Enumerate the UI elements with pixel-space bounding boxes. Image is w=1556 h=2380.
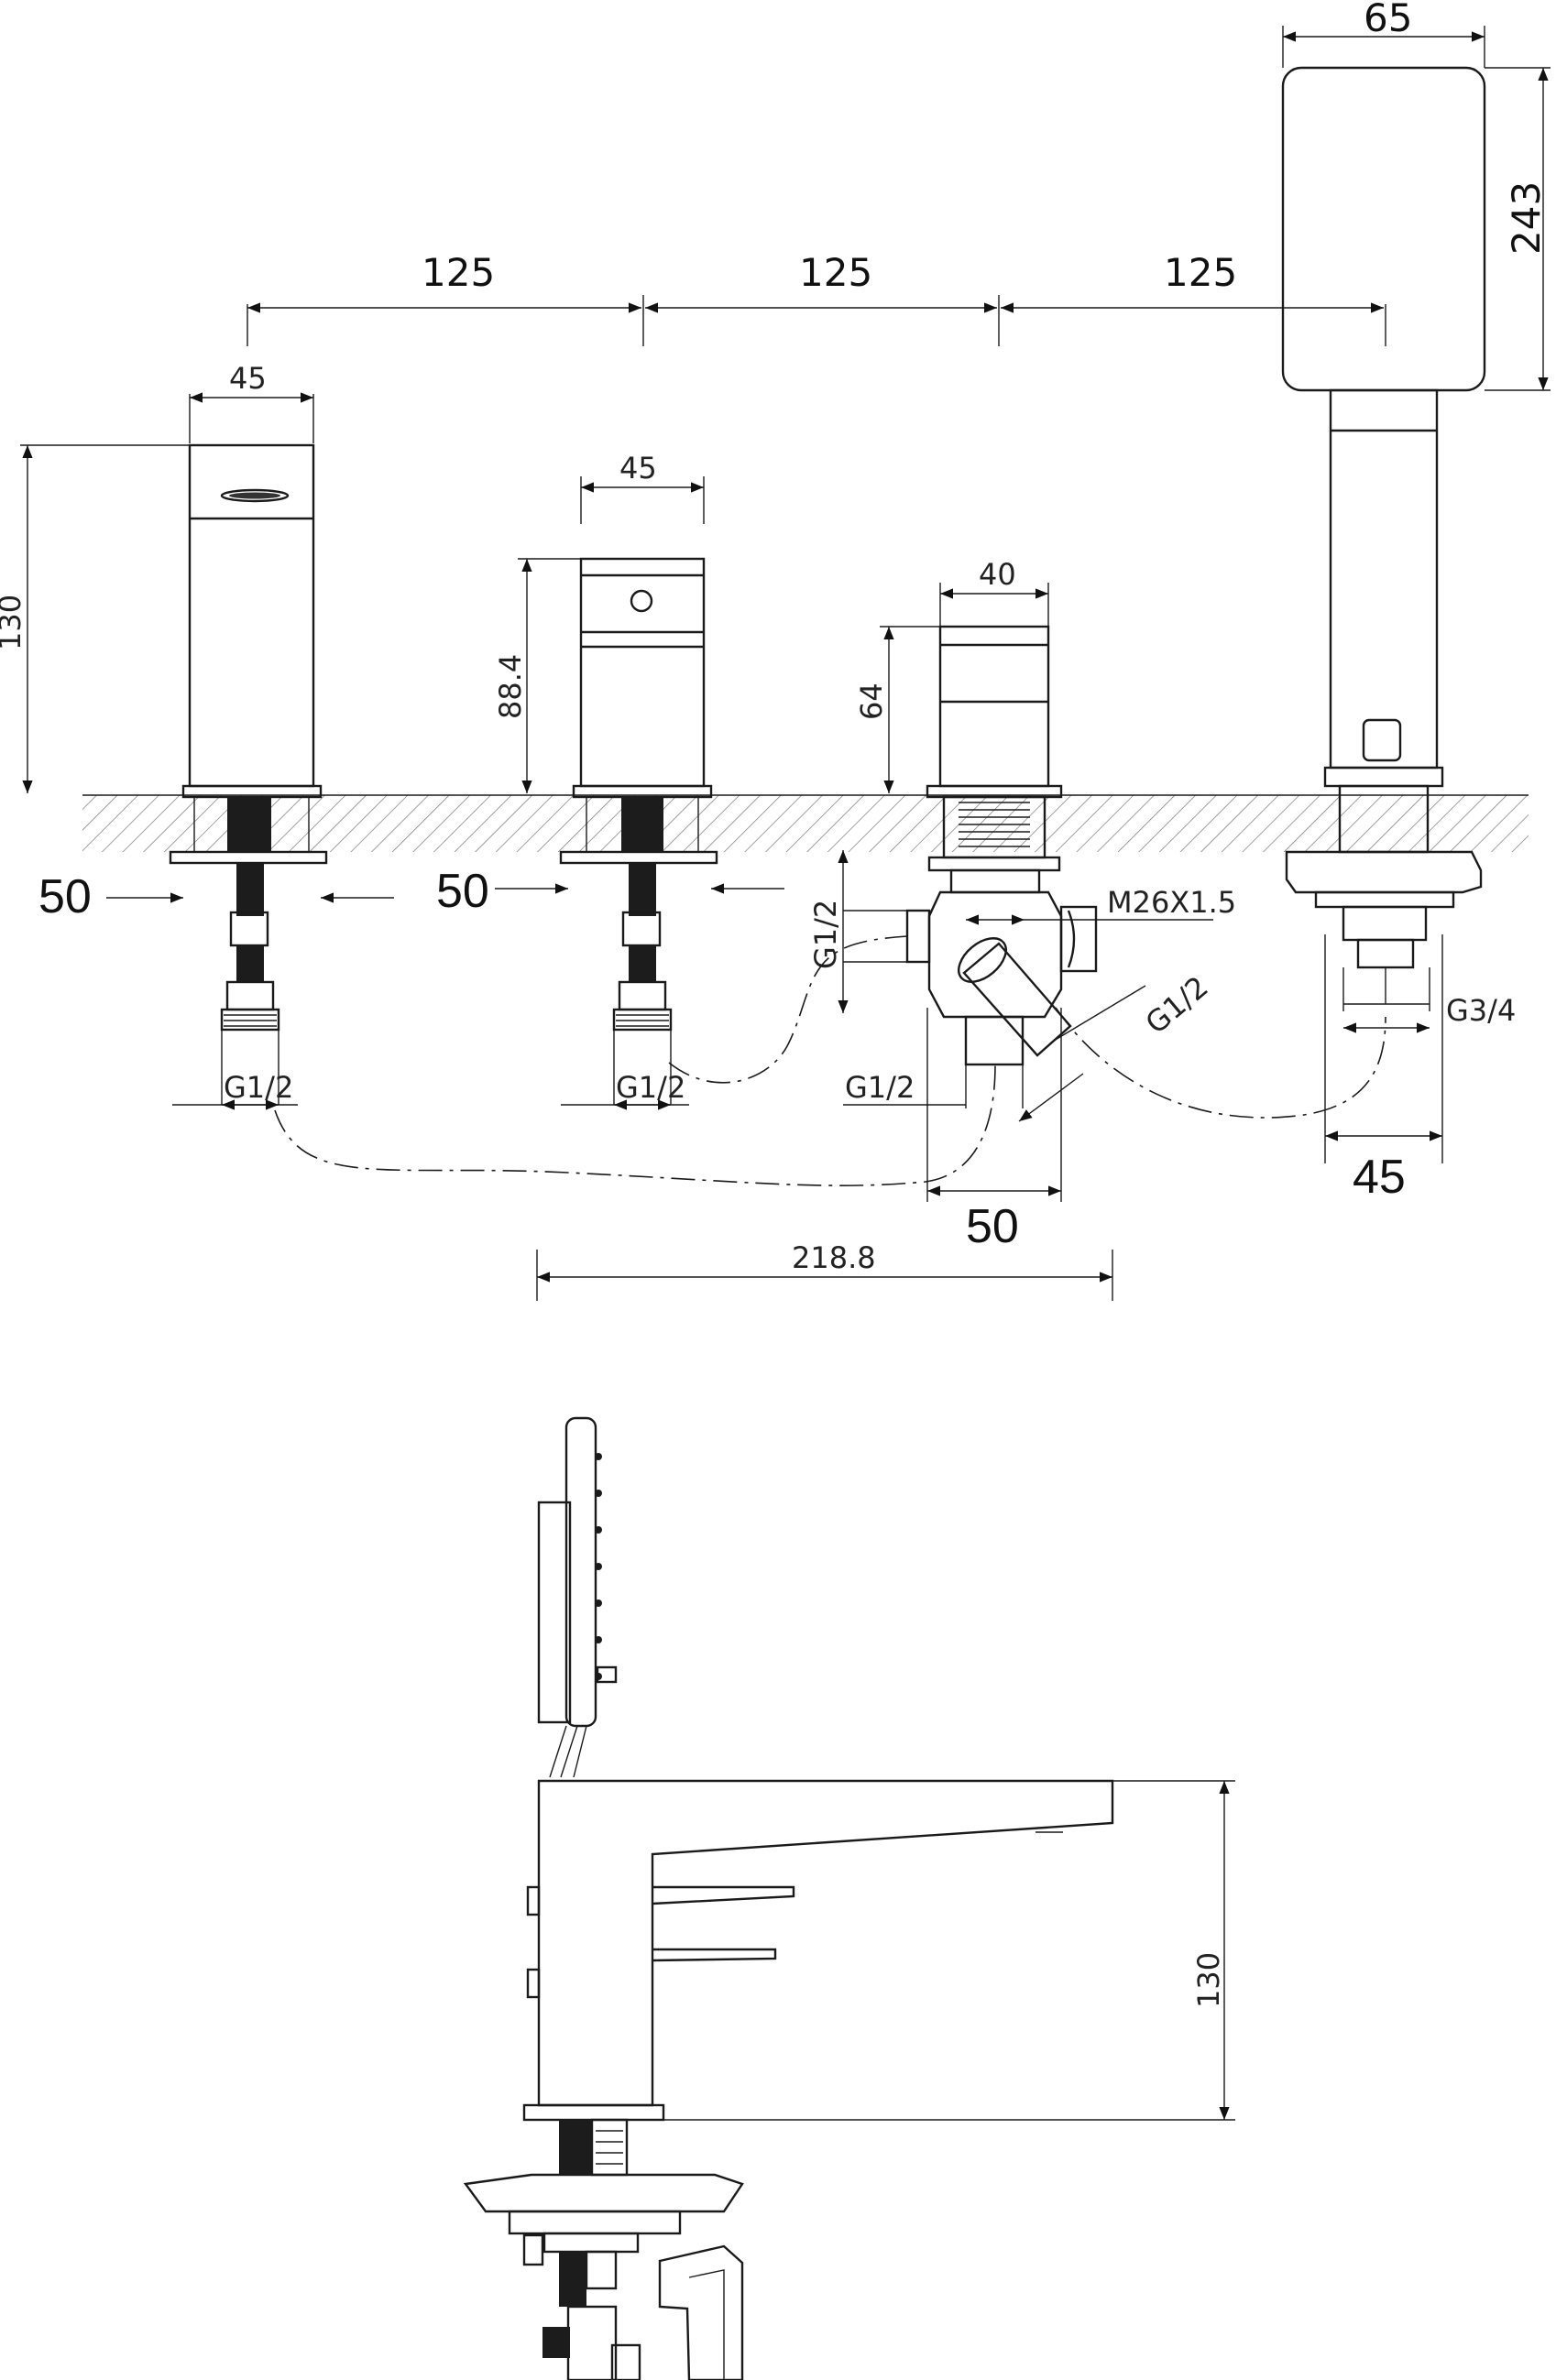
spacing-label-2: 125 [799,250,872,295]
valve-thread-label: G1/2 [616,1070,685,1105]
side-view: 218.8 130 [463,1240,1235,2380]
side-height-label: 130 [1191,1952,1226,2008]
side-depth-label: 218.8 [792,1240,876,1275]
valve-width-label: 45 [619,451,657,486]
connection-hoses [274,935,1386,1186]
handshower-height-label: 243 [1504,181,1549,255]
spout-thread-label: G1/2 [224,1070,293,1105]
valve-height-label: 88.4 [493,654,528,719]
spacing-label-1: 125 [422,250,495,295]
diverter-out-thread-label: G1/2 [1139,969,1215,1041]
spout-assembly: 45 130 50 G1/2 [0,361,394,1110]
handshower-thread-label: G3/4 [1446,993,1516,1028]
deck-surface [82,794,1529,852]
diverter-hole-label: 50 [966,1200,1019,1253]
spacing-dimension: 125 125 125 [247,250,1386,346]
spout-thread-rings [224,1014,277,1027]
handshower-hole-label: 45 [1353,1151,1406,1204]
valve-hole-label: 50 [436,865,489,918]
diverter-side-thread-label: G1/2 [808,900,843,969]
diverter-in-thread-label: G1/2 [845,1070,915,1105]
diverter-width-label: 40 [979,557,1016,592]
spout-width-label: 45 [229,361,267,396]
diverter-height-label: 64 [854,682,889,720]
diverter-assembly: 40 64 G1/2 M26X1.5 [808,557,1236,1253]
diverter-m26-label: M26X1.5 [1107,885,1236,920]
diverter-thread-lines [959,802,1030,847]
spacing-label-3: 125 [1164,250,1237,295]
valve-assembly: 45 88.4 50 G1/2 [436,451,784,1110]
spout-height-label: 130 [0,595,27,650]
handshower-assembly: 65 243 G3/4 45 [1281,0,1551,1204]
spout-hole-label: 50 [38,870,92,923]
handshower-width-label: 65 [1364,0,1412,40]
